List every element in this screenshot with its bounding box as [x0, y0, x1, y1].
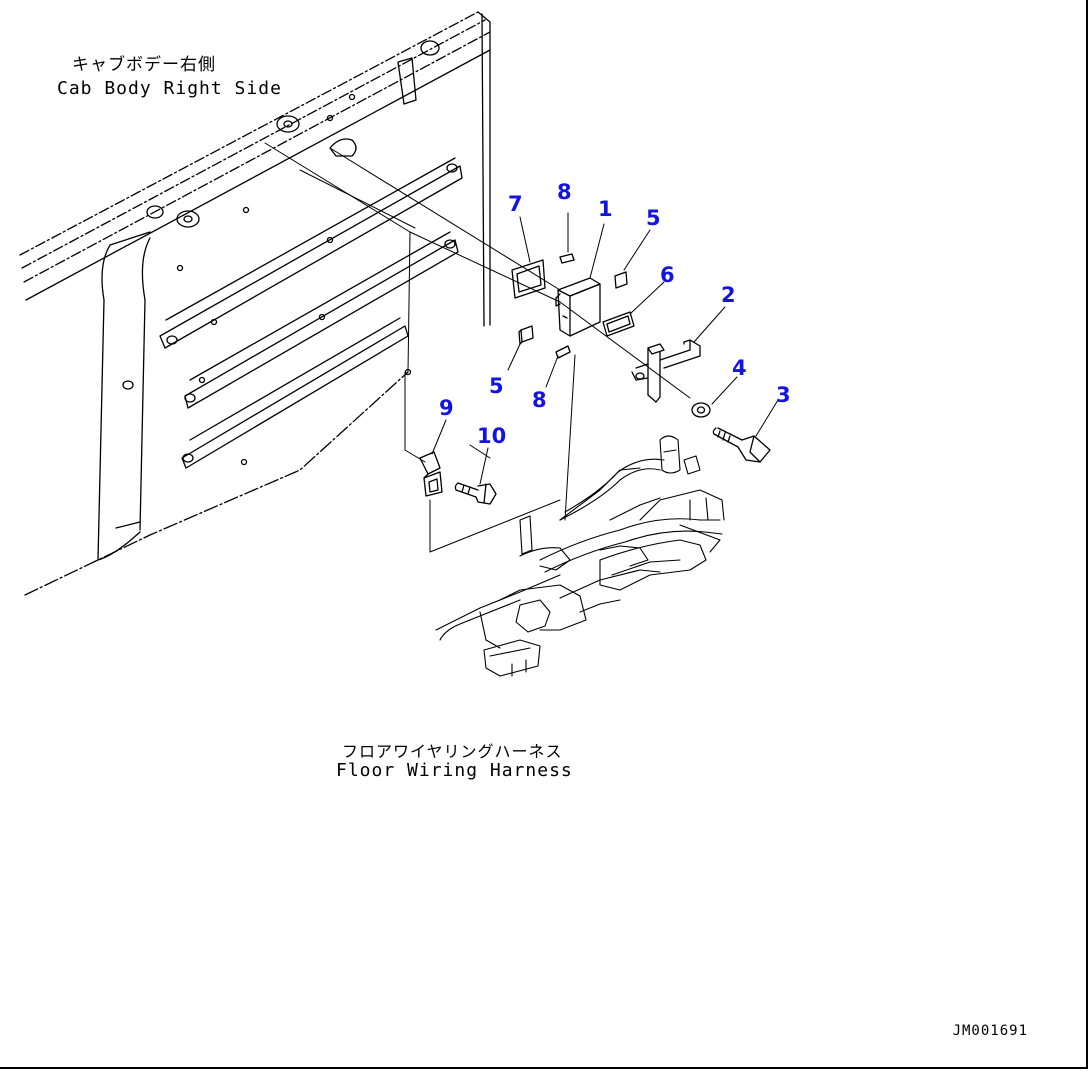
gasket-part-7	[511, 259, 546, 299]
washer-part-4	[691, 402, 711, 418]
bolt-part-3	[712, 427, 771, 463]
clip-part-9	[419, 451, 443, 497]
cab-caption-english: Cab Body Right Side	[57, 78, 282, 99]
callout-1: 1	[598, 197, 613, 221]
harness-caption-japanese: フロアワイヤリングハーネス	[342, 742, 563, 761]
pad-part-6	[602, 311, 635, 337]
callout-8-top: 8	[557, 180, 572, 204]
cab-caption-japanese: キャブボデー右側	[72, 55, 216, 75]
drawing-id: JM001691	[952, 1023, 1028, 1039]
pad-part-8-top	[559, 253, 575, 264]
leader-lines	[431, 212, 779, 485]
callout-2: 2	[721, 283, 736, 307]
pad-part-8-bottom	[555, 345, 571, 359]
callout-8-bottom: 8	[532, 388, 547, 412]
callout-6: 6	[660, 263, 675, 287]
spacer-part-5-right	[614, 271, 628, 289]
callout-7: 7	[508, 192, 523, 216]
assembly-lines	[264, 142, 691, 553]
cab-body-panel	[19, 11, 491, 596]
callout-3: 3	[776, 383, 791, 407]
spacer-part-5-left	[518, 325, 534, 345]
floor-wiring-harness	[435, 435, 725, 677]
controller-box-part-1	[555, 277, 601, 337]
callout-4: 4	[732, 356, 747, 380]
callout-5-left: 5	[489, 374, 504, 398]
harness-caption-english: Floor Wiring Harness	[336, 760, 573, 781]
bracket-part-2	[631, 339, 701, 403]
callout-9: 9	[439, 396, 454, 420]
callout-5-right: 5	[646, 206, 661, 230]
callout-10: 10	[477, 424, 507, 448]
bolt-part-10	[454, 482, 497, 505]
